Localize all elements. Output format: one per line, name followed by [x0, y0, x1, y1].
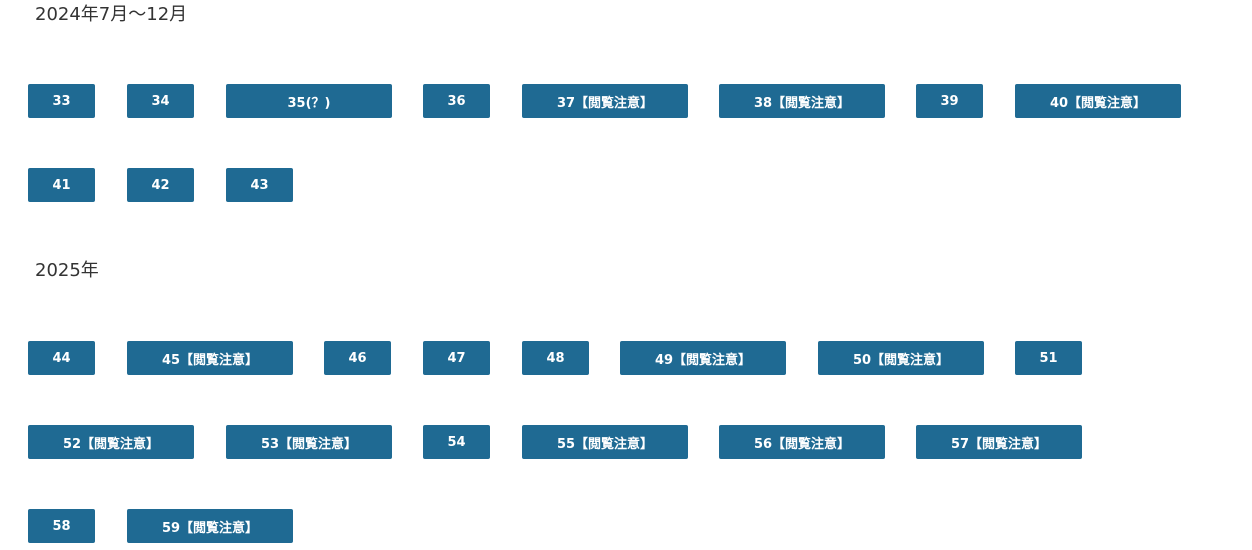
episode-button-58[interactable]: 58 [28, 509, 95, 543]
episode-button-59[interactable]: 59【閲覧注意】 [127, 509, 293, 543]
episode-button-34[interactable]: 34 [127, 84, 194, 118]
episode-button-40[interactable]: 40【閲覧注意】 [1015, 84, 1181, 118]
episode-button-53[interactable]: 53【閲覧注意】 [226, 425, 392, 459]
episode-button-48[interactable]: 48 [522, 341, 589, 375]
episode-button-45[interactable]: 45【閲覧注意】 [127, 341, 293, 375]
episode-button-46[interactable]: 46 [324, 341, 391, 375]
episode-button-57[interactable]: 57【閲覧注意】 [916, 425, 1082, 459]
episode-button-55[interactable]: 55【閲覧注意】 [522, 425, 688, 459]
episode-button-49[interactable]: 49【閲覧注意】 [620, 341, 786, 375]
episode-button-50[interactable]: 50【閲覧注意】 [818, 341, 984, 375]
episode-button-51[interactable]: 51 [1015, 341, 1082, 375]
episode-button-39[interactable]: 39 [916, 84, 983, 118]
episode-button-54[interactable]: 54 [423, 425, 490, 459]
episode-button-41[interactable]: 41 [28, 168, 95, 202]
episode-button-56[interactable]: 56【閲覧注意】 [719, 425, 885, 459]
episode-button-44[interactable]: 44 [28, 341, 95, 375]
episode-button-42[interactable]: 42 [127, 168, 194, 202]
episode-button-38[interactable]: 38【閲覧注意】 [719, 84, 885, 118]
section-heading-2025: 2025年 [35, 260, 99, 281]
episode-button-33[interactable]: 33 [28, 84, 95, 118]
episode-button-43[interactable]: 43 [226, 168, 293, 202]
episode-button-35[interactable]: 35(？) [226, 84, 392, 118]
episode-button-36[interactable]: 36 [423, 84, 490, 118]
episode-button-47[interactable]: 47 [423, 341, 490, 375]
episode-button-52[interactable]: 52【閲覧注意】 [28, 425, 194, 459]
episode-button-37[interactable]: 37【閲覧注意】 [522, 84, 688, 118]
section-heading-2024: 2024年7月〜12月 [35, 4, 188, 25]
